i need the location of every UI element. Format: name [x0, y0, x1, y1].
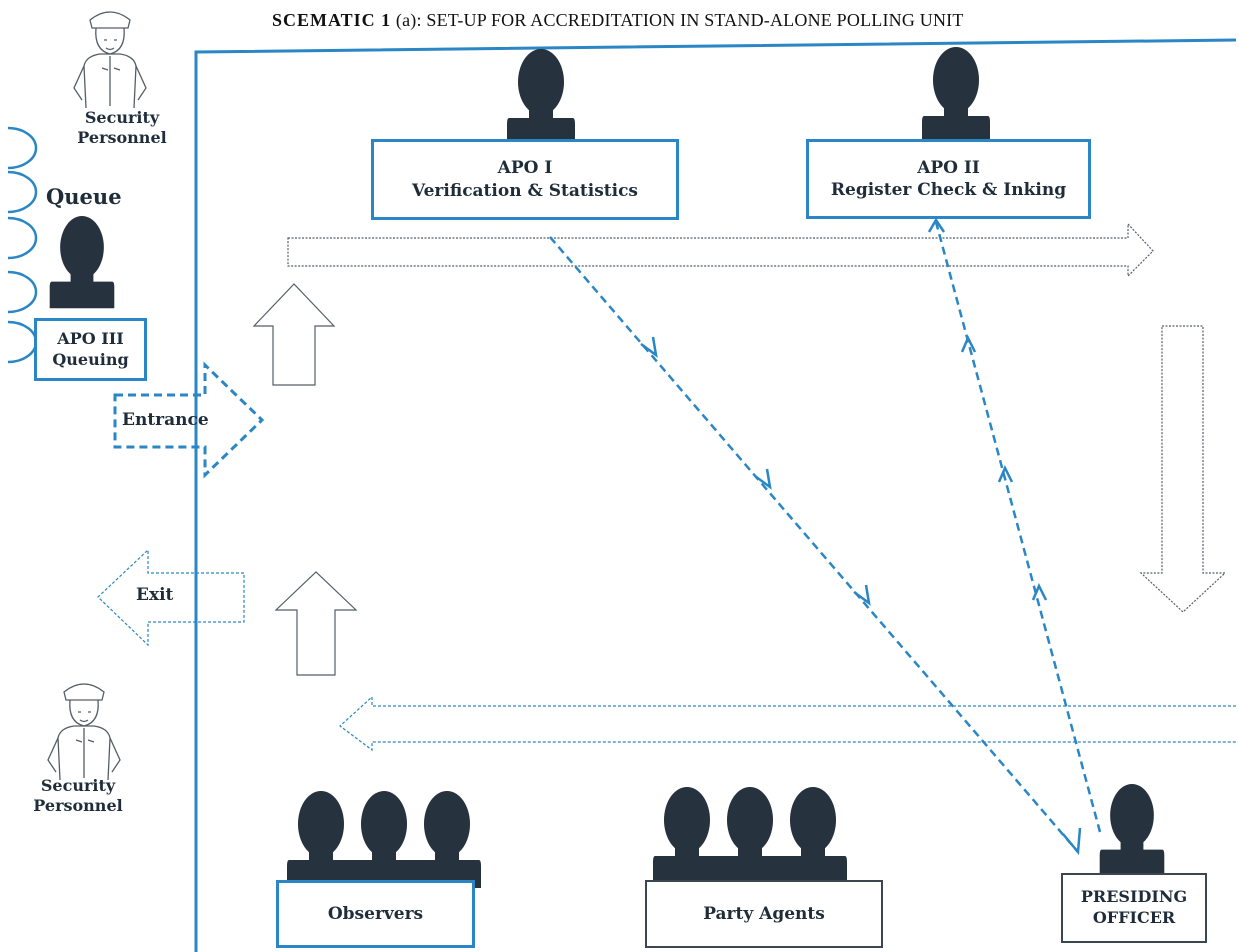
- security-label-bottom: Security Personnel: [18, 776, 138, 816]
- room-wall: [194, 38, 1237, 952]
- presiding-line1: PRESIDING: [1080, 887, 1188, 907]
- queue-circle: [7, 320, 38, 364]
- exit-arrow: [97, 548, 245, 647]
- person-icon: [716, 787, 784, 884]
- person-icon: [413, 791, 481, 888]
- security-label-top: Security Personnel: [62, 108, 182, 148]
- apo3-line1: APO III: [57, 328, 124, 348]
- party-agents-box: Party Agents: [645, 880, 883, 948]
- diagram-title: SCEMATIC 1 (a): SET-UP FOR ACCREDITATION…: [272, 10, 1232, 31]
- queue-label: Queue: [46, 184, 122, 209]
- person-icon: [1099, 784, 1165, 877]
- flow-arrowheads-down: [640, 336, 1082, 856]
- person-icon: [779, 787, 847, 884]
- presiding-line2: OFFICER: [1092, 908, 1176, 927]
- observers-label: Observers: [327, 903, 424, 924]
- security-label-top-line1: Security: [84, 108, 160, 127]
- flow-arrowheads-up: [927, 217, 1048, 601]
- apo3-line2: Queuing: [52, 349, 129, 369]
- queue-circles: [7, 126, 38, 364]
- apo2-line2: Register Check & Inking: [830, 180, 1067, 200]
- person-icons: [49, 47, 1165, 888]
- person-icon: [350, 791, 418, 888]
- security-label-top-line2: Personnel: [77, 128, 167, 147]
- down-arrow-right: [1139, 325, 1227, 613]
- up-arrow-upper: [252, 283, 336, 386]
- security-label-bottom-line2: Personnel: [33, 796, 123, 815]
- apo1-box: APO I Verification & Statistics: [371, 139, 679, 220]
- flow-apo1-to-presiding: [549, 236, 1079, 853]
- party-agents-label: Party Agents: [703, 903, 825, 924]
- apo3-box: APO III Queuing: [34, 318, 147, 381]
- exit-label: Exit: [136, 585, 174, 605]
- flow-presiding-to-apo2: [934, 221, 1102, 833]
- person-icon: [507, 49, 575, 146]
- security-icons: [47, 11, 147, 781]
- queue-circle: [7, 216, 38, 260]
- left-arrow-bottom: [339, 695, 1236, 752]
- security-label-bottom-line1: Security: [40, 776, 116, 795]
- up-arrow-lower: [274, 571, 358, 676]
- person-icon: [49, 216, 115, 309]
- queue-circle: [7, 126, 38, 170]
- right-arrow-top: [287, 222, 1154, 278]
- queue-circle: [7, 270, 38, 314]
- observers-box: Observers: [276, 880, 475, 948]
- security-guard-icon: [47, 683, 121, 781]
- person-icon: [922, 47, 990, 144]
- apo1-line1: APO I: [497, 158, 553, 179]
- security-guard-icon: [73, 11, 147, 109]
- presiding-officer-box: PRESIDING OFFICER: [1061, 873, 1207, 943]
- entrance-arrow: [113, 361, 265, 479]
- title-heading: SCEMATIC 1: [272, 10, 392, 30]
- apo1-line2: Verification & Statistics: [411, 180, 639, 201]
- person-icon: [287, 791, 355, 888]
- person-icon: [653, 787, 721, 884]
- entrance-label: Entrance: [122, 410, 209, 430]
- title-rest: (a): SET-UP FOR ACCREDITATION IN STAND-A…: [391, 10, 964, 30]
- apo2-box: APO II Register Check & Inking: [806, 139, 1091, 219]
- apo2-line1: APO II: [917, 157, 980, 178]
- queue-circle: [7, 170, 38, 214]
